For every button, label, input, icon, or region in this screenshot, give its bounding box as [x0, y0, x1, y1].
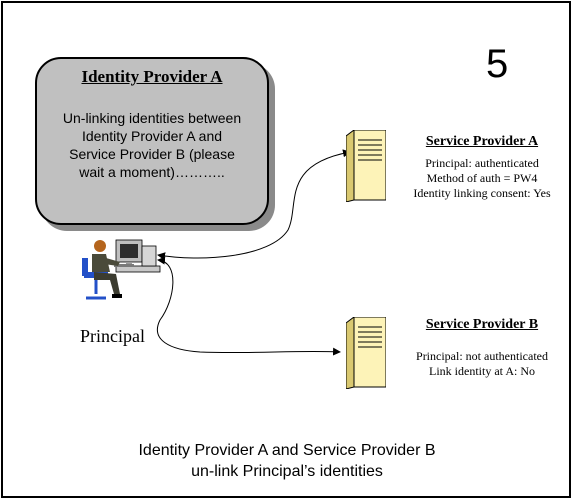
- message-line: Identity Provider A and: [81, 128, 223, 144]
- slide-number: 5: [486, 42, 509, 86]
- message-line: Un-linking identities between: [62, 110, 242, 126]
- sp-a-line: Identity linking consent: Yes: [413, 186, 551, 200]
- sp-a-line: Principal: authenticated: [425, 156, 539, 170]
- sp-b-line: Link identity at A: No: [429, 364, 535, 378]
- service-provider-a: Service Provider A Principal: authentica…: [392, 134, 572, 201]
- service-provider-a-title: Service Provider A: [425, 134, 539, 149]
- identity-provider-title: Identity Provider A: [81, 67, 223, 86]
- principal-label: Principal: [80, 326, 145, 346]
- caption-line: Identity Provider A and Service Provider…: [138, 442, 436, 459]
- slide-caption: Identity Provider A and Service Provider…: [0, 440, 574, 482]
- caption-line: un-link Principal’s identities: [191, 463, 383, 480]
- identity-provider-message: Un-linking identities between Identity P…: [47, 109, 257, 181]
- person-at-computer-icon: [72, 236, 164, 313]
- arrow-principal-to-sp-a: [157, 149, 351, 261]
- service-provider-b-title: Service Provider B: [425, 317, 539, 332]
- arrow-principal-to-sp-b: [157, 256, 341, 356]
- sp-a-line: Method of auth = PW4: [426, 171, 538, 185]
- service-provider-b: Service Provider B Principal: not authen…: [392, 317, 572, 379]
- sp-b-line: Principal: not authenticated: [416, 349, 548, 363]
- server-icon: [345, 316, 387, 394]
- server-icon: [345, 129, 387, 207]
